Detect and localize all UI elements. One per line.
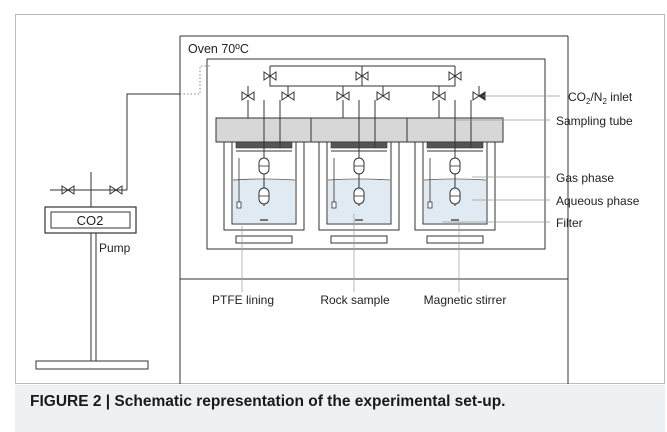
reactor-3 [406, 99, 504, 244]
bottom-leaders [241, 214, 460, 292]
filter-label: Filter [556, 216, 583, 230]
oven-label: Oven 70ºC [188, 42, 249, 56]
pump-label: Pump [99, 241, 131, 255]
rock-sample-label: Rock sample [320, 293, 390, 307]
gas-manifold [241, 65, 486, 101]
oven-chamber [206, 58, 546, 250]
ptfe-lining-label: PTFE lining [212, 293, 274, 307]
pump-stand-base [35, 360, 149, 370]
aqueous-phase-label: Aqueous phase [556, 194, 640, 208]
reactor-1 [215, 99, 313, 244]
sampling-tube-label: Sampling tube [556, 114, 633, 128]
figure-caption: FIGURE 2 | Schematic representation of t… [30, 393, 506, 410]
co2-label: CO2 [77, 213, 104, 228]
oven-enclosure [179, 35, 569, 384]
reactor-2 [310, 99, 408, 244]
gas-phase-label: Gas phase [556, 171, 614, 185]
caption-bar [15, 385, 665, 432]
magnetic-stirrer-label: Magnetic stirrer [424, 293, 507, 307]
inlet-label: CO2/N2 inlet [568, 90, 633, 106]
pump-display [50, 211, 131, 229]
pump [35, 172, 149, 370]
right-leaders [442, 95, 560, 223]
co2-feed-line [50, 65, 210, 195]
